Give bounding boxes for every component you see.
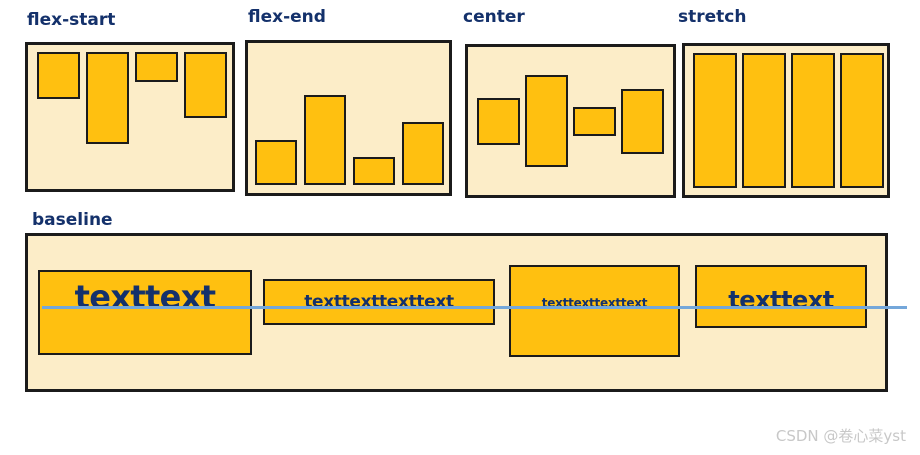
panel-label-flex-start: flex-start bbox=[27, 10, 116, 30]
flex-item-bar bbox=[37, 52, 80, 99]
panel-stretch bbox=[682, 43, 890, 198]
baseline-item: texttext bbox=[695, 265, 867, 328]
flex-item-bar bbox=[304, 95, 346, 185]
panel-flex-end bbox=[245, 40, 452, 196]
panel-center bbox=[465, 44, 676, 198]
flex-item-bar bbox=[693, 53, 737, 188]
flex-item-bar bbox=[525, 75, 568, 167]
flex-item-bar bbox=[255, 140, 297, 185]
panel-label-flex-end: flex-end bbox=[248, 7, 326, 27]
flex-item-bar bbox=[353, 157, 395, 185]
baseline-item: texttext bbox=[38, 270, 252, 355]
panel-label-stretch: stretch bbox=[678, 7, 747, 27]
panel-flex-start bbox=[25, 42, 235, 192]
flex-item-bar bbox=[621, 88, 664, 154]
flex-item-bar bbox=[742, 53, 786, 188]
flex-item-bar bbox=[135, 52, 178, 82]
flex-item-bar bbox=[791, 53, 835, 188]
baseline-indicator-line bbox=[42, 306, 907, 309]
baseline-item: texttexttexttext bbox=[509, 265, 680, 357]
flex-item-bar bbox=[184, 52, 227, 118]
flex-item-bar bbox=[477, 97, 520, 145]
flex-item-bar bbox=[573, 106, 616, 136]
flex-item-bar bbox=[86, 52, 129, 144]
flex-item-bar bbox=[402, 122, 444, 185]
flex-item-bar bbox=[840, 53, 884, 188]
panel-label-baseline: baseline bbox=[32, 210, 113, 230]
csdn-watermark: CSDN @卷心菜yst bbox=[775, 427, 906, 445]
panel-label-center: center bbox=[463, 7, 525, 27]
baseline-item: texttexttexttext bbox=[263, 279, 495, 325]
